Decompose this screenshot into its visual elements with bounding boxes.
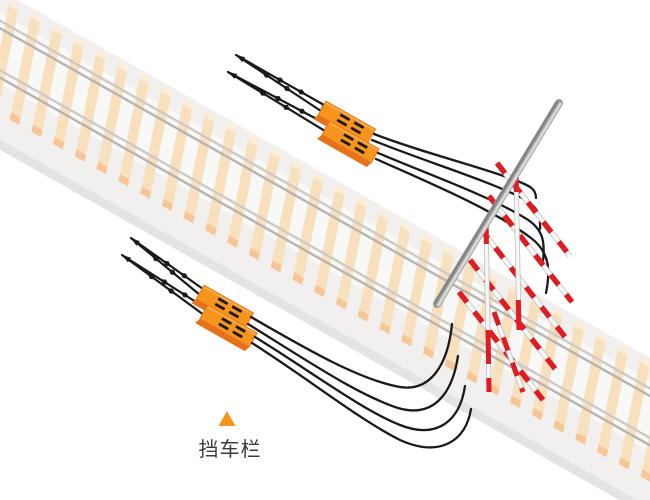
wire-bead: [180, 292, 190, 298]
barrier-bars: [456, 161, 575, 402]
barrier-bar-4: [467, 258, 559, 372]
wire-bead: [275, 77, 285, 83]
wire-leads: [120, 53, 330, 317]
wire-bead: [168, 269, 177, 276]
wire-bead: [147, 273, 156, 280]
legend-marker-triangle: [218, 411, 236, 426]
barrier-bar-5: [456, 290, 546, 402]
lower-cable-4: [250, 341, 473, 449]
barrier-bar-3: [477, 226, 568, 339]
wire-bead: [152, 255, 160, 262]
support-pole: [433, 99, 563, 308]
wire-bead: [281, 104, 291, 110]
rail-2-outer: [0, 20, 650, 500]
barrier-bar-2: [486, 194, 575, 304]
wire-bead: [162, 260, 172, 267]
lower-cable-2: [246, 322, 460, 412]
legend-label: 挡车栏: [199, 437, 262, 461]
legend: 挡车栏: [199, 411, 262, 461]
wire-bead: [282, 85, 292, 92]
rail-1-outer: [0, 0, 650, 468]
wire-bead: [297, 108, 307, 114]
upper-cable-3: [376, 151, 545, 263]
barrier-post-right: [513, 170, 522, 331]
lower-cable-3: [253, 335, 467, 432]
wire-bead: [167, 288, 176, 294]
barrier-post-slanted: [491, 311, 526, 393]
upper-cable-1: [372, 132, 538, 200]
barrier-post-left: [483, 221, 492, 393]
wire-bead: [273, 96, 283, 101]
rail-1-inner: [0, 0, 650, 474]
wire-bead: [296, 89, 306, 95]
ballast-side-face: [0, 73, 650, 500]
wire-bead: [160, 279, 169, 285]
wire-bead: [262, 72, 271, 78]
wire-bead: [258, 90, 268, 96]
rail-2-inner: [0, 25, 650, 500]
wire-bead: [180, 272, 189, 279]
lower-cable-1: [249, 315, 454, 389]
